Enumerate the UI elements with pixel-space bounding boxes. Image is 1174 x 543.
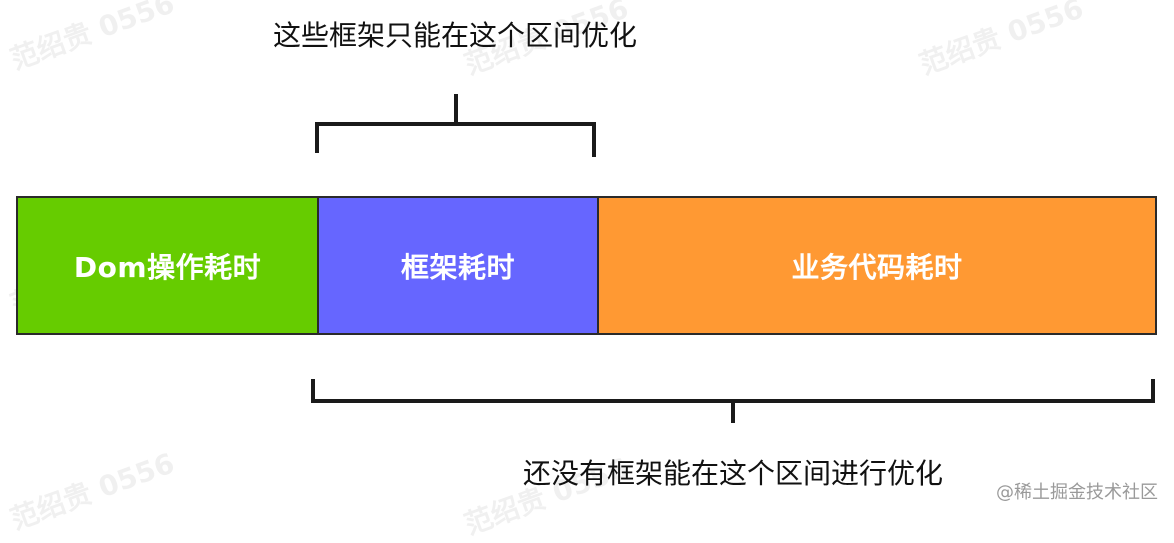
time-breakdown-bar: Dom操作耗时 框架耗时 业务代码耗时 bbox=[16, 196, 1157, 335]
bottom-bracket bbox=[311, 379, 1155, 423]
segment-business-code: 业务代码耗时 bbox=[597, 198, 1155, 333]
segment-framework: 框架耗时 bbox=[317, 198, 597, 333]
brand-watermark: @稀土掘金技术社区 bbox=[996, 482, 1158, 503]
bottom-caption: 还没有框架能在这个区间进行优化 bbox=[523, 457, 944, 490]
segment-dom-operation: Dom操作耗时 bbox=[18, 198, 317, 333]
segment-label: 框架耗时 bbox=[400, 250, 515, 284]
segment-label: 业务代码耗时 bbox=[791, 250, 963, 284]
top-bracket bbox=[315, 94, 596, 157]
top-caption: 这些框架只能在这个区间优化 bbox=[273, 19, 638, 52]
watermark: 范绍贵 0556 bbox=[6, 0, 179, 77]
watermark: 范绍贵 0556 bbox=[6, 446, 179, 537]
watermark: 范绍贵 0556 bbox=[915, 0, 1088, 82]
segment-label: Dom操作耗时 bbox=[73, 250, 262, 284]
